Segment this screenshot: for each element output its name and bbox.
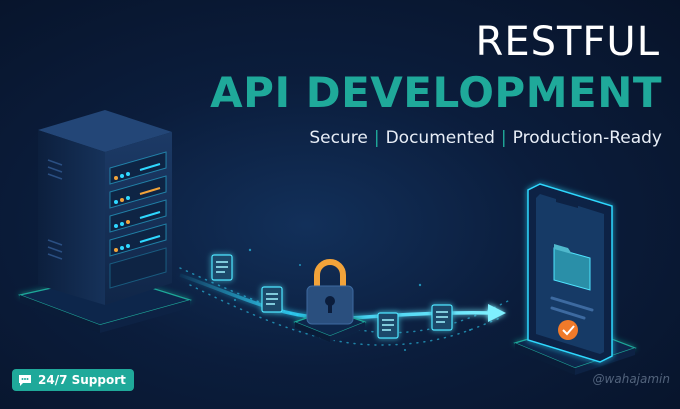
smartphone-icon <box>527 183 613 363</box>
padlock-icon <box>306 259 354 325</box>
document-icon <box>211 254 233 281</box>
document-icon <box>431 304 453 331</box>
dotted-path <box>179 267 511 346</box>
support-badge: 24/7 Support <box>12 369 134 391</box>
server-units <box>109 151 167 289</box>
tagline-separator: | <box>500 128 507 148</box>
tagline: Secure|Documented|Production-Ready <box>309 130 662 147</box>
document-icon <box>261 286 283 313</box>
watermark: @wahajamin <box>592 372 670 386</box>
chat-bubble-icon <box>19 374 31 386</box>
tagline-item-documented: Documented <box>385 128 495 148</box>
tagline-separator: | <box>373 128 380 148</box>
support-badge-label: 24/7 Support <box>38 373 126 387</box>
headline-line-1: RESTFUL <box>475 19 660 65</box>
tagline-item-secure: Secure <box>309 128 368 148</box>
headline-line-2: API DEVELOPMENT <box>210 68 662 117</box>
server-rack-icon <box>38 110 172 305</box>
sparkles <box>234 248 471 351</box>
tagline-item-production-ready: Production-Ready <box>512 128 662 148</box>
document-icon <box>377 312 399 339</box>
